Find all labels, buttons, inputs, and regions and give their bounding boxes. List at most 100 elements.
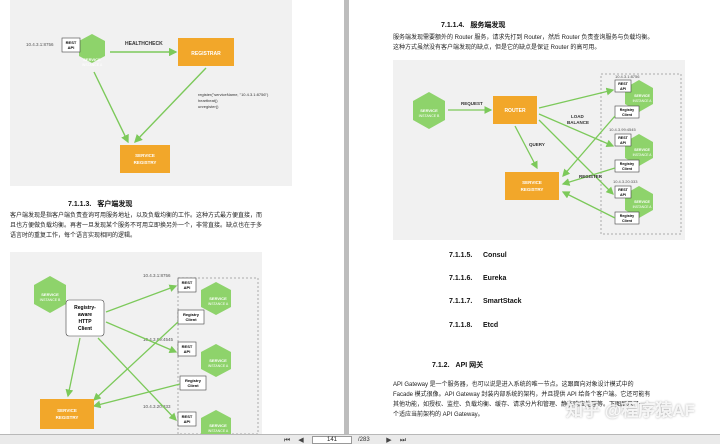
register-label: REGISTER [579,174,603,179]
router-to-instance-1-arrow [538,87,615,109]
instance-1-registry-client [177,309,205,325]
r-register-arrow-3 [561,191,616,219]
r-instance-2-ip: 10.4.3.99:4545 [609,127,636,132]
service-instance-hexagon [79,34,105,63]
r-instance-3-rest: REST [618,188,628,192]
service-registry-box [120,145,170,173]
page-navigation-toolbar: ⏮ ◀ 141 /283 ▶ ⏭ [0,434,720,444]
r-instance-1-rest-box [614,79,632,93]
instance-3-service: SERVICE [209,423,227,428]
sub-item-eureka: 7.1.1.6.Eureka [449,275,507,282]
instance-3-ip: 10.4.3.20:333 [143,404,171,409]
service-b-label: SERVICE [41,292,59,297]
service-instance-b-hexagon [34,276,66,313]
instance-1-registry: Registry [183,312,200,317]
r-instance-3-hexagon [625,186,653,218]
instance-3-instance: INSTANCE A [208,429,229,433]
r-instance-3-client: Client [622,219,633,223]
register-call-3: unregister() [198,104,219,109]
rest-api-box [61,37,81,53]
sub-item-etcd: 7.1.1.8.Etcd [449,322,499,329]
instance-3-rest: REST [182,414,193,419]
instance-register-arrow-1 [93,321,179,401]
r-instance-1-client: Client [622,113,633,117]
r-service-b-label: SERVICE [420,108,438,113]
r-instance-2-registry-client [614,159,640,173]
page-total-label: /283 [358,437,370,443]
register-arrow [134,67,207,144]
query-arrow [514,125,538,170]
r-instance-3-ip: 10.4.3.20:333 [613,179,638,184]
instance-2-registry: Registry [185,378,202,383]
instance-2-rest: REST [182,344,193,349]
instance-2-registry-client [179,375,207,391]
r-instance-1-hexagon [625,80,653,112]
r-instance-2-api: API [620,141,626,145]
section-heading-api-gateway: 7.1.2.API 网关 [432,362,484,369]
query-label: QUERY [529,142,545,147]
instance-2-hexagon [201,344,231,377]
service-registry2-label-2: REGISTRY [56,415,79,420]
next-page-icon[interactable]: ▶ [386,436,392,444]
r-service-registry-label-2: REGISTRY [521,187,544,192]
r-instance-3-api: API [620,193,626,197]
load-label: LOAD [571,114,584,119]
client-to-instance-3-arrow [97,337,177,421]
r-instance-1-ip: 10.4.3.1:8756 [615,74,640,79]
last-page-icon[interactable]: ⏭ [399,436,407,444]
page-gutter [344,0,349,434]
r-instance-1-instance: INSTANCE A [633,99,653,103]
r-instance-1-service: SERVICE [634,94,650,98]
instance-1-rest-box [177,277,197,293]
instance-2-client: Client [187,383,199,388]
r-register-arrow-2 [561,167,616,186]
r-instance-3-rest-box [614,185,632,199]
instance-2-rest-box [177,341,197,357]
api-gateway-paragraph: API Gateway 是一个服务器，也可以说是进入系统的唯一节点。这跟面向对象… [393,382,651,418]
instance-1-instance: INSTANCE A [208,302,229,306]
instance-2-api: API [184,349,191,354]
pdf-page-right: 7.1.1.4.服务端发现 服务端发现需要额外的 Router 服务，请求先打到… [349,0,720,434]
r-instance-1-registry: Registry [620,108,634,112]
client-to-registry-arrow [65,337,81,398]
api-label: API [68,45,75,50]
figure-server-discovery: SERVICE INSTANCE B REQUEST ROUTER LOAD B… [393,60,685,240]
instance-register-arrow-2 [92,383,181,409]
instance-1-ip: 10.4.3.1:8756 [143,273,171,278]
watermark: 知乎 @程序猿AF [566,401,695,420]
server-discovery-diagram: SERVICE INSTANCE B REQUEST ROUTER LOAD B… [413,73,682,235]
registrar-box [178,38,234,66]
r-instance-b-label: INSTANCE B [419,114,440,118]
first-page-icon[interactable]: ⏮ [283,436,291,444]
service-registry2-label-1: SERVICE [57,408,77,413]
sub-item-consul: 7.1.1.5.Consul [449,252,507,259]
r-instance-2-client: Client [622,167,633,171]
instance-1-rest: REST [182,280,193,285]
r-instance-3-service: SERVICE [634,200,650,204]
instance-label: INSTANCE A [82,63,103,67]
instance-1-hexagon [201,282,231,315]
balance-label: BALANCE [567,120,589,125]
instance-3-rest-box [177,411,197,427]
router-to-instance-2-arrow [538,113,615,147]
service-registry-box-2 [40,399,94,429]
r-instance-1-api: API [620,87,626,91]
figure-self-registration: 10.4.3.1:8756 REST API SERVICE INSTANCE … [10,0,292,186]
r-service-instance-b-hexagon [413,92,445,129]
r-instance-2-rest: REST [618,136,628,140]
r-instance-1-rest: REST [618,82,628,86]
registry-aware-line2: aware [78,312,92,318]
service-registry-label-1: SERVICE [135,153,155,158]
r-instance-2-rest-box [614,133,632,147]
client-to-instance-2-arrow [105,321,178,354]
instance-3-hexagon [201,410,231,434]
sub-item-smartstack: 7.1.1.7.SmartStack [449,298,522,305]
rest-label: REST [66,40,77,45]
r-service-registry-box [505,172,559,200]
instance-2-instance: INSTANCE A [208,364,229,368]
section-heading-client-discovery: 7.1.1.3.客户端发现 [68,201,133,208]
page-number-input[interactable]: 141 [312,436,352,444]
r-instance-1-registry-client [614,105,640,119]
previous-page-icon[interactable]: ◀ [298,436,304,444]
